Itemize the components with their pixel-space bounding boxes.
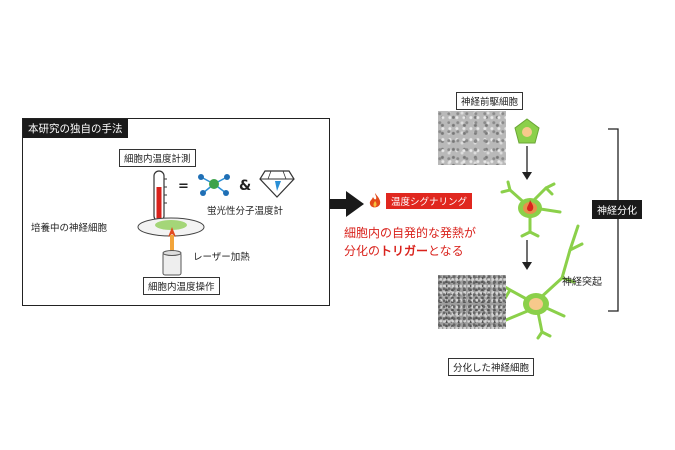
statement-trigger: トリガー: [380, 244, 429, 258]
progenitor-cell-icon: [514, 118, 540, 144]
progenitor-micrograph: [438, 111, 506, 165]
culture-dish-icon: [137, 217, 205, 237]
laser-label: レーザー加熱: [193, 252, 250, 263]
statement-line2: 分化のトリガーとなる: [344, 243, 464, 259]
ampersand: &: [239, 178, 252, 194]
signaling-tag: 温度シグナリング: [386, 193, 473, 209]
heated-neuron-icon: [500, 180, 562, 238]
method-panel: 本研究の独自の手法 細胞内温度計測 = & 蛍光性分子温度計: [22, 118, 330, 306]
thermometer-label: 蛍光性分子温度計: [207, 206, 284, 217]
laser-icon: [162, 227, 182, 276]
measure-label: 細胞内温度計測: [119, 149, 196, 167]
diamond-icon: [259, 170, 295, 198]
statement-line2-suffix: となる: [428, 244, 464, 258]
equals-sign: =: [178, 179, 189, 194]
differentiation-tag: 神経分化: [592, 200, 642, 219]
differentiated-label: 分化した神経細胞: [448, 358, 535, 376]
neurite-label: 神経突起: [562, 277, 602, 288]
down-arrow-icon: [522, 240, 532, 270]
statement-line1: 細胞内の自発的な発熱が: [344, 226, 477, 240]
operation-label: 細胞内温度操作: [143, 277, 220, 295]
progenitor-label: 神経前駆細胞: [456, 92, 524, 110]
flame-icon: [369, 193, 381, 208]
method-panel-title: 本研究の独自の手法: [23, 119, 128, 138]
differentiated-micrograph: [438, 275, 506, 329]
molecule-icon: [198, 174, 230, 196]
right-arrow-icon: [330, 191, 364, 217]
statement-line2-prefix: 分化の: [344, 244, 381, 258]
culture-label: 培養中の神経細胞: [31, 223, 108, 234]
bracket-icon: [608, 128, 619, 312]
down-arrow-icon: [522, 146, 532, 180]
